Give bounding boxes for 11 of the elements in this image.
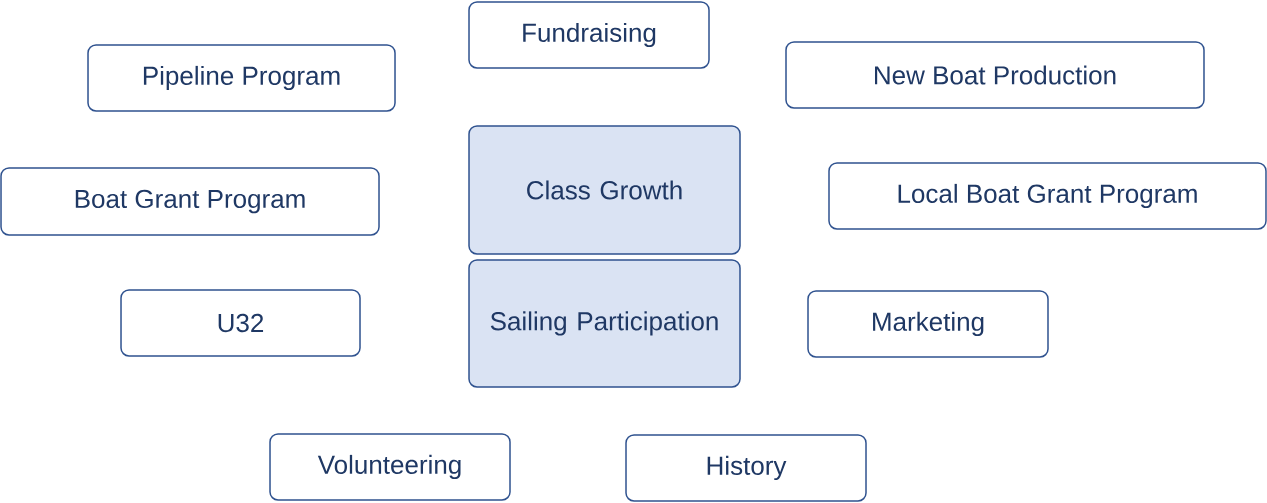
topic-box: Marketing — [807, 290, 1049, 358]
topic-box: History — [625, 434, 867, 502]
topic-box: Class Growth — [468, 125, 741, 255]
topic-box: U32 — [120, 289, 361, 357]
topic-box: Fundraising — [468, 1, 710, 69]
topic-box: Pipeline Program — [87, 44, 396, 112]
topic-box: New Boat Production — [785, 41, 1205, 109]
topic-box: Sailing Participation — [468, 259, 741, 388]
topic-box: Local Boat Grant Program — [828, 162, 1267, 230]
topic-box: Boat Grant Program — [0, 167, 380, 236]
topic-box: Volunteering — [269, 433, 511, 501]
